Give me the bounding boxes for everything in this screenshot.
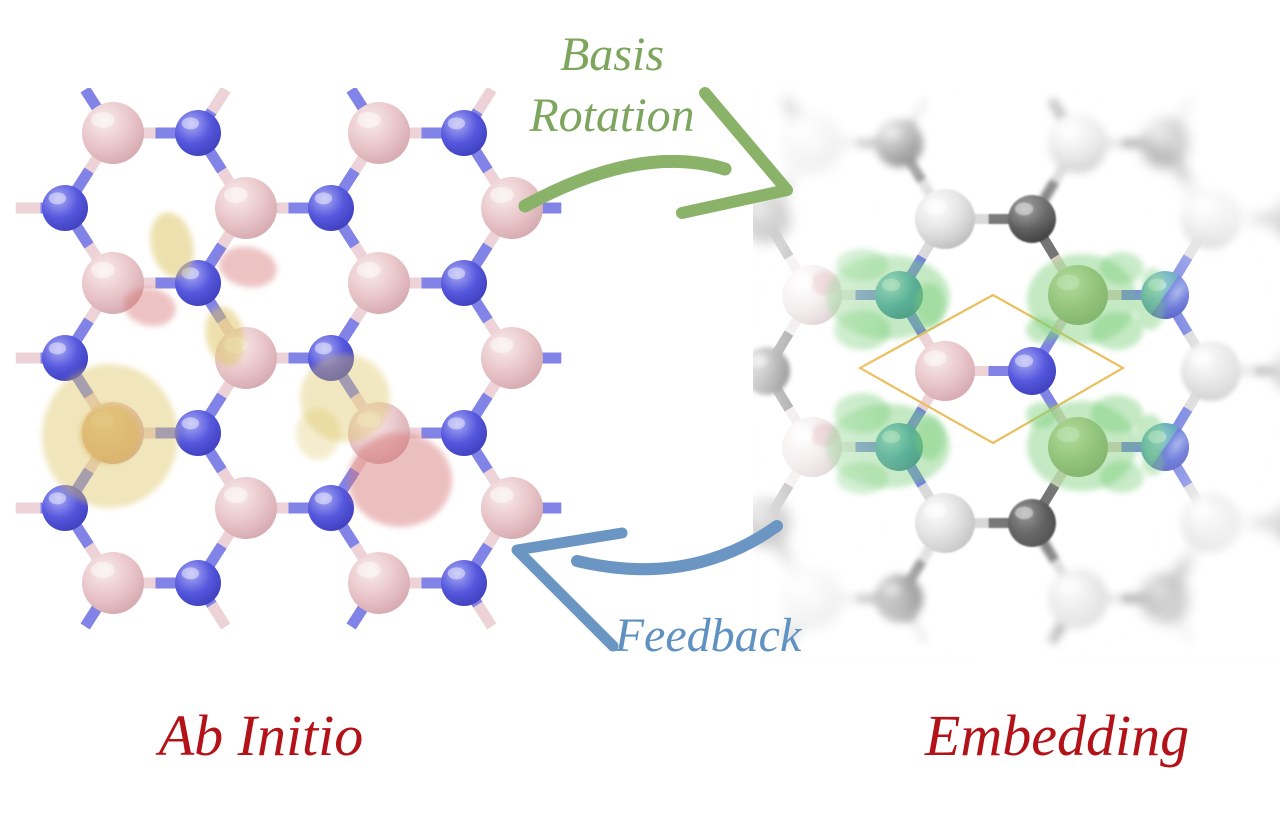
- bond-half: [633, 409, 656, 447]
- ab-initio-lattice: [15, 88, 562, 630]
- bond-half: [633, 295, 656, 333]
- pink-atom: [215, 177, 277, 239]
- feedback-arrow: [511, 520, 783, 652]
- pink-atom: [82, 102, 144, 164]
- blue-atom: [441, 260, 487, 306]
- bond-half: [656, 219, 679, 257]
- edge-fade-overlay: [753, 85, 1280, 662]
- blue-atom: [308, 485, 354, 531]
- blue-atom: [441, 110, 487, 156]
- bond-half: [473, 88, 497, 115]
- pink-atom: [82, 552, 144, 614]
- pink-atom: [215, 477, 277, 539]
- pink-atom: [481, 477, 543, 539]
- grayP-atom: [649, 189, 709, 249]
- basis-rotation-line1: Basis: [559, 28, 664, 81]
- bond-half: [633, 257, 656, 295]
- grayP-atom: [649, 493, 709, 553]
- blue-atom: [42, 185, 88, 231]
- pink-atom: [348, 552, 410, 614]
- bond-half: [656, 371, 679, 409]
- feedback-label: Feedback: [614, 609, 802, 662]
- grayP-atom: [649, 341, 709, 401]
- bond-half: [656, 181, 679, 219]
- blue-atom: [175, 110, 221, 156]
- pink-atom: [481, 327, 543, 389]
- bond-half: [207, 601, 231, 630]
- basis-rotation-line2: Rotation: [529, 89, 695, 142]
- bond-half: [656, 333, 679, 371]
- bond-half: [633, 447, 656, 485]
- blue-atom: [42, 335, 88, 381]
- blue-atom: [308, 185, 354, 231]
- blue-atom: [441, 410, 487, 456]
- blue-atom: [175, 560, 221, 606]
- pink-atom: [481, 177, 543, 239]
- bond-half: [473, 601, 497, 630]
- ab-initio-caption: Ab Initio: [158, 703, 364, 768]
- pink-atom: [348, 252, 410, 314]
- ab-initio-isosurfaces: [42, 212, 452, 527]
- pink-atom: [348, 102, 410, 164]
- blue-atom: [175, 410, 221, 456]
- bond-half: [207, 88, 231, 115]
- blue-atom: [441, 560, 487, 606]
- bond-half: [656, 523, 679, 561]
- bond-half: [656, 485, 679, 523]
- basis-rotation-label: Basis Rotation: [452, 24, 772, 146]
- basis-arrow: [518, 87, 793, 219]
- embedding-lattice: [633, 85, 1280, 662]
- embedding-caption: Embedding: [924, 703, 1190, 768]
